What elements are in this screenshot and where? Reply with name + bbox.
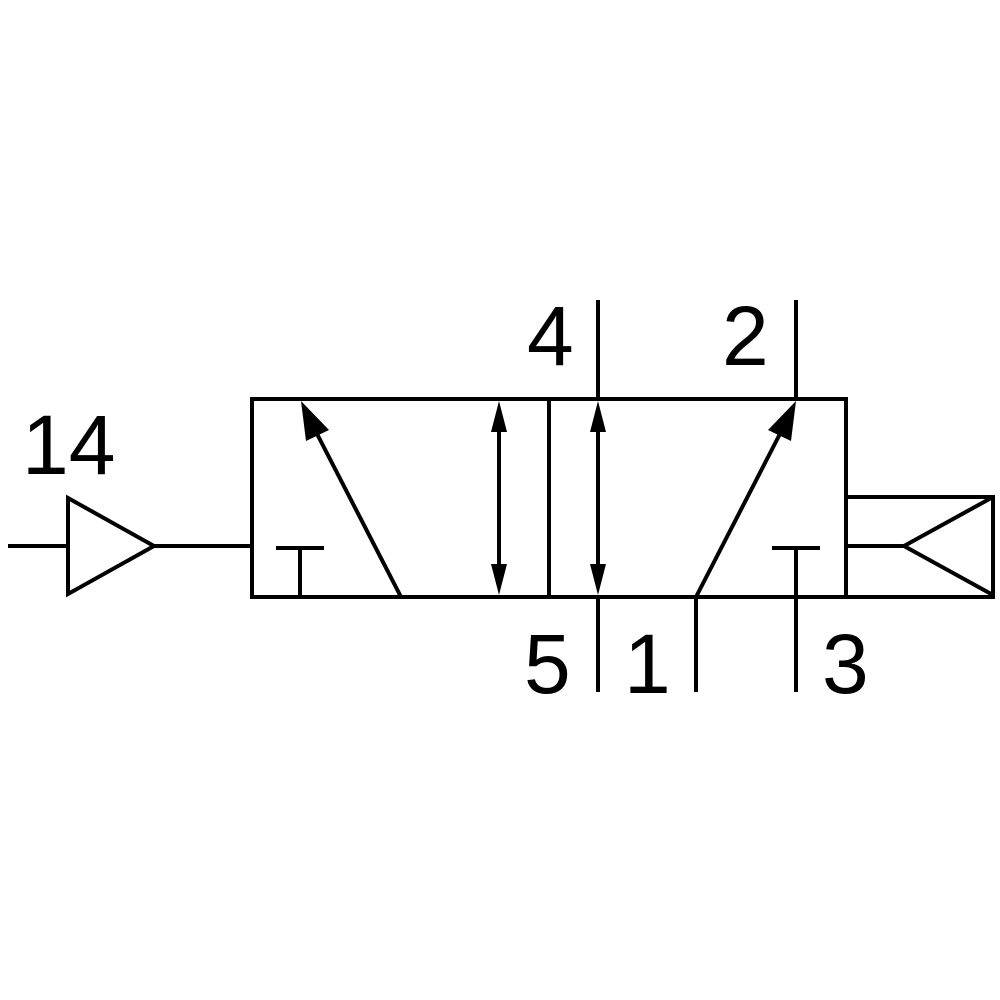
label-port-3: 3 xyxy=(822,617,869,711)
pilot-triangle xyxy=(66,494,159,598)
label-port-1: 1 xyxy=(624,617,671,711)
flow-arrow-diagonal-left-shaft xyxy=(312,427,403,598)
position-left-contents xyxy=(276,401,507,598)
flow-arrow-diagonal-left-head xyxy=(301,401,329,441)
flow-arrow-vertical-right-up-head xyxy=(590,401,606,432)
label-pilot-14: 14 xyxy=(22,398,115,492)
port-labels: 14 4 2 5 1 3 xyxy=(22,289,869,711)
valve-body xyxy=(250,397,848,599)
label-port-5: 5 xyxy=(524,617,571,711)
flow-arrow-vertical-left-down-head xyxy=(491,564,507,595)
flow-arrow-vertical-right-down-head xyxy=(590,564,606,595)
flow-arrow-diagonal-right-head xyxy=(768,401,796,441)
spring-return xyxy=(844,495,995,599)
flow-arrow-diagonal-right-shaft xyxy=(694,427,785,598)
port-lines xyxy=(596,300,798,692)
position-right-contents xyxy=(590,401,820,598)
label-port-4: 4 xyxy=(527,289,574,383)
pilot-actuator xyxy=(8,494,252,598)
spring-symbol xyxy=(899,495,994,597)
label-port-2: 2 xyxy=(722,289,769,383)
flow-arrow-vertical-left-up-head xyxy=(491,401,507,432)
